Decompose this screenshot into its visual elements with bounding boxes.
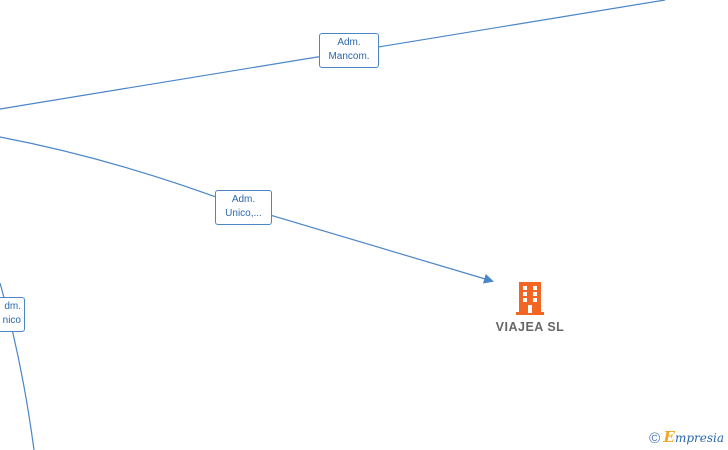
brand-logo-initial: E: [663, 428, 675, 446]
company-node[interactable]: VIAJEA SL: [470, 280, 590, 334]
brand-logo-text: mpresia: [674, 431, 724, 445]
edge-label-left[interactable]: dm. nico: [0, 297, 25, 332]
edge-label-mancom-line2: Mancom.: [328, 51, 370, 62]
edge-label-mancom-line1: Adm.: [337, 37, 361, 48]
edge-label-left-line2: nico: [2, 315, 21, 326]
copyright-icon: ©: [649, 430, 661, 447]
company-name[interactable]: VIAJEA SL: [495, 320, 565, 334]
edge-label-unico-line1: Adm.: [231, 194, 256, 205]
edge-label-unico-line2: Unico,...: [225, 208, 262, 219]
edge-label-left-line1: dm.: [4, 301, 21, 312]
edge-label-unico[interactable]: Adm. Unico,...: [215, 190, 272, 225]
building-icon: [516, 282, 544, 315]
brand-footer: © Empresia: [649, 428, 724, 447]
edge-label-mancom[interactable]: Adm. Mancom.: [319, 33, 379, 68]
